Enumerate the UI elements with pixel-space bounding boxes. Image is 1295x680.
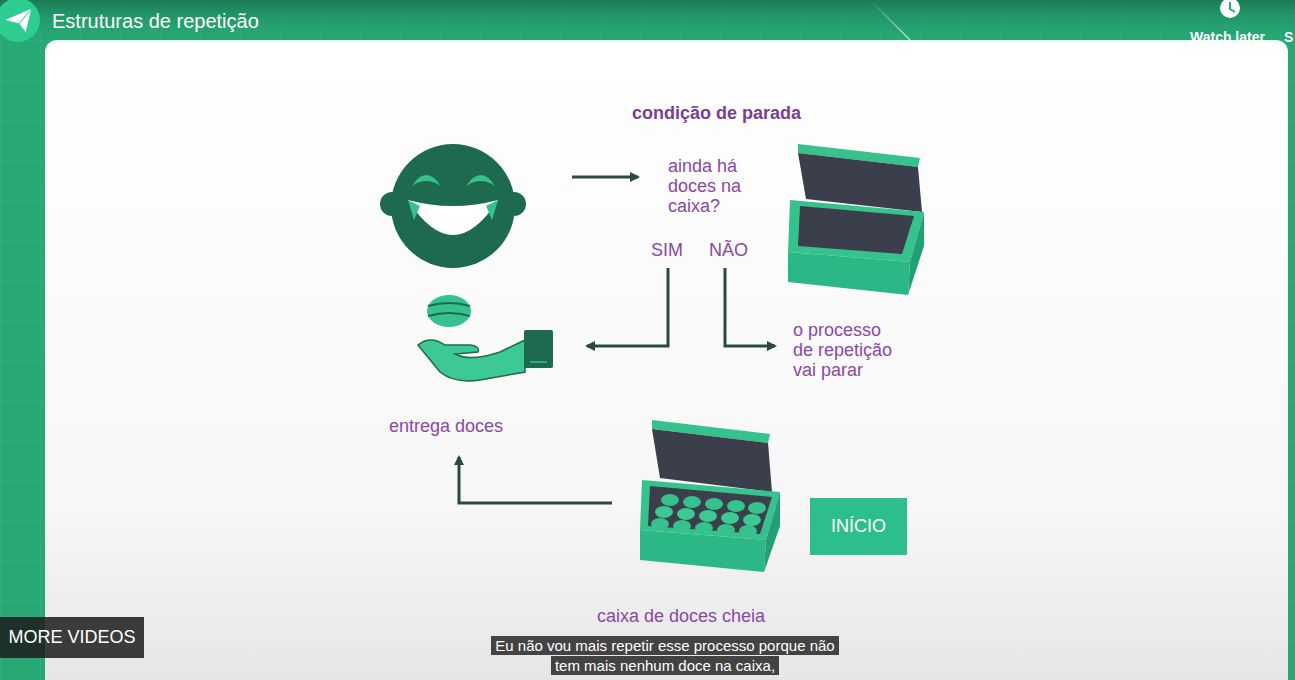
- top-bar: [0, 0, 1295, 44]
- box-rim: [788, 200, 924, 262]
- eye: [466, 175, 495, 186]
- subtitle-text: Eu não vou mais repetir esse processo po…: [491, 636, 838, 675]
- box-side: [764, 492, 780, 572]
- branch-label: SIM: [651, 240, 683, 260]
- box-front: [640, 530, 766, 572]
- start-box: INÍCIO: [810, 498, 907, 555]
- cuff-line: [530, 361, 547, 363]
- arrow: [572, 176, 638, 179]
- eye: [412, 175, 441, 186]
- step-label: entrega doces: [389, 416, 503, 436]
- logo-plane: [4, 8, 32, 33]
- arrow: [725, 268, 775, 346]
- panel: [45, 40, 1288, 680]
- question-text: ainda há doces na caixa?: [668, 156, 772, 216]
- cuff: [524, 330, 553, 368]
- cut-label: S: [1284, 28, 1293, 46]
- more-videos-button: MORE VIDEOS: [0, 617, 144, 658]
- subtitle: Eu não vou mais repetir esse processo po…: [484, 636, 846, 676]
- branch-label: NÃO: [709, 240, 748, 260]
- candies: [651, 494, 766, 537]
- smile: [408, 200, 498, 235]
- stop-text: o processo de repetição vai parar: [793, 320, 897, 380]
- face: [391, 144, 515, 268]
- candy: [427, 295, 471, 327]
- logo: [0, 0, 40, 42]
- clock-hand: [1230, 2, 1235, 12]
- stop-condition-heading: condição de parada: [632, 102, 801, 124]
- clock-icon: [1220, 0, 1240, 18]
- watch-later-label: Watch later: [1190, 28, 1265, 46]
- box-front: [788, 252, 910, 295]
- box-side: [908, 212, 924, 295]
- hand: [418, 340, 525, 381]
- box-rim: [640, 480, 780, 540]
- step-label: caixa de doces cheia: [597, 606, 765, 626]
- arrow: [587, 268, 668, 346]
- box-inside: [798, 206, 914, 254]
- video-title: Estruturas de repetição: [52, 9, 259, 33]
- cheek: [408, 200, 420, 220]
- arrow: [459, 457, 612, 503]
- cheek: [486, 200, 498, 220]
- candy-stripe: [428, 303, 470, 316]
- node-text: MORE VIDEOS: [8, 627, 135, 648]
- node-text: INÍCIO: [831, 516, 886, 537]
